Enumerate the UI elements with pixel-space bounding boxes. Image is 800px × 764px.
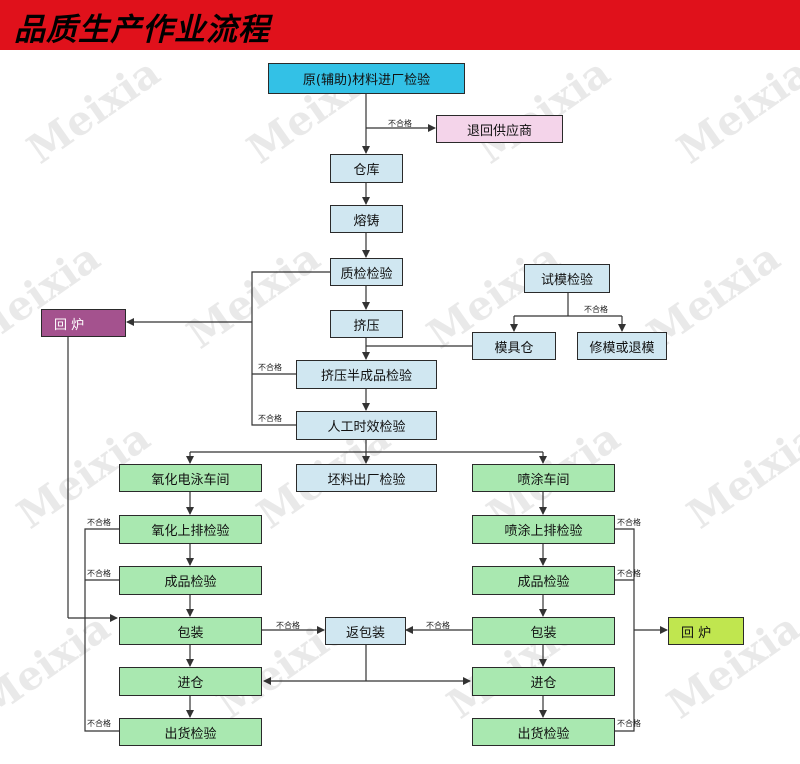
reject-label: 不合格: [87, 518, 111, 527]
reject-label: 不合格: [617, 518, 641, 527]
reject-label: 不合格: [584, 305, 608, 314]
stock-in-left-box: 进仓: [119, 667, 262, 696]
reject-label: 不合格: [388, 119, 412, 128]
reject-label: 不合格: [617, 569, 641, 578]
reject-label: 不合格: [258, 363, 282, 372]
repair-return-mold-box: 修模或退模: [577, 332, 667, 360]
repack-box: 返包装: [325, 617, 406, 645]
packing-left-box: 包装: [119, 617, 262, 645]
remelt-left-box: 回 炉: [41, 309, 126, 337]
reject-label: 不合格: [426, 621, 450, 630]
semi-product-check-box: 挤压半成品检验: [296, 360, 437, 389]
reject-label: 不合格: [87, 569, 111, 578]
anodizing-workshop-box: 氧化电泳车间: [119, 464, 262, 492]
connector: [84, 528, 119, 732]
header-bar: 品质生产作业流程: [0, 0, 800, 50]
warehouse-box: 仓库: [330, 154, 403, 183]
quality-check-box: 质检检验: [330, 258, 403, 286]
page-title: 品质生产作业流程: [14, 12, 270, 48]
spray-rack-check-box: 喷涂上排检验: [472, 515, 615, 544]
connector: [615, 528, 635, 732]
connector: [251, 271, 330, 426]
material-check-box: 原(辅助)材料进厂检验: [268, 63, 465, 94]
trial-mold-check-box: 试模检验: [524, 264, 610, 293]
blank-outgoing-check-box: 坯料出厂检验: [296, 464, 437, 492]
extrusion-box: 挤压: [330, 310, 403, 338]
artificial-aging-check-box: 人工时效检验: [296, 411, 437, 440]
shipment-check-right-box: 出货检验: [472, 718, 615, 746]
spraying-workshop-box: 喷涂车间: [472, 464, 615, 492]
reject-label: 不合格: [276, 621, 300, 630]
finished-check-left-box: 成品检验: [119, 566, 262, 595]
reject-label: 不合格: [617, 719, 641, 728]
anodize-rack-check-box: 氧化上排检验: [119, 515, 262, 544]
mold-warehouse-box: 模具仓: [472, 332, 556, 360]
reject-label: 不合格: [258, 414, 282, 423]
shipment-check-left-box: 出货检验: [119, 718, 262, 746]
stock-in-right-box: 进仓: [472, 667, 615, 696]
remelt-right-box: 回 炉: [668, 617, 744, 645]
packing-right-box: 包装: [472, 617, 615, 645]
casting-box: 熔铸: [330, 205, 403, 233]
reject-label: 不合格: [87, 719, 111, 728]
finished-check-right-box: 成品检验: [472, 566, 615, 595]
return-supplier-box: 退回供应商: [436, 115, 563, 143]
